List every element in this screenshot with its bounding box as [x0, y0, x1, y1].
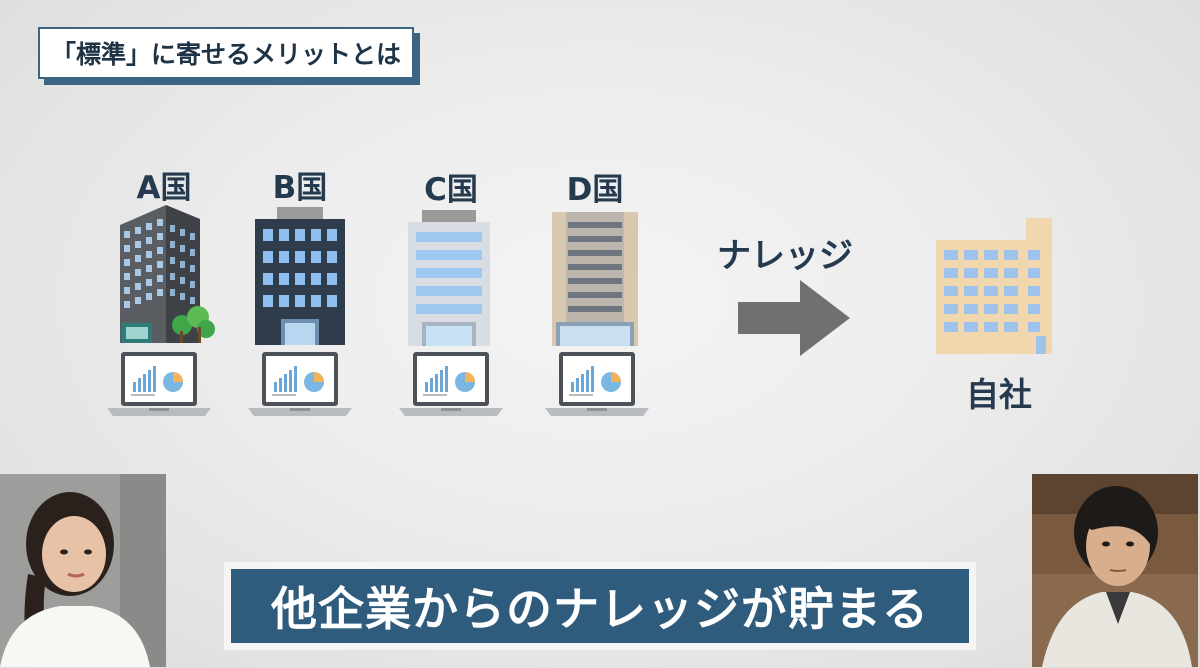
speaker-right-video	[1032, 474, 1198, 667]
speaker-left-avatar	[0, 474, 166, 667]
own-company-building-icon	[936, 218, 1052, 354]
knowledge-label: ナレッジ	[717, 236, 853, 276]
laptop-d-icon	[545, 352, 649, 416]
caption-bar: 他企業からのナレッジが貯まる	[224, 562, 976, 650]
country-label-d: D国	[566, 172, 624, 208]
laptop-b-icon	[248, 352, 352, 416]
country-label-b: B国	[272, 170, 328, 206]
building-d-icon	[552, 212, 638, 346]
laptop-a-icon	[107, 352, 211, 416]
country-label-c: C国	[424, 172, 478, 208]
laptop-c-icon	[399, 352, 503, 416]
building-a-icon	[120, 205, 215, 343]
speaker-left-video	[0, 474, 166, 667]
own-company-label: 自社	[966, 375, 1032, 414]
country-label-a: A国	[136, 170, 192, 206]
slide-title-text: 「標準」に寄せるメリットとは	[50, 40, 401, 69]
right-arrow-icon	[738, 280, 850, 356]
building-c-icon	[408, 210, 490, 346]
building-b-icon	[255, 207, 345, 345]
slide-title: 「標準」に寄せるメリットとは	[38, 27, 414, 79]
speaker-right-avatar	[1032, 474, 1198, 667]
caption-text: 他企業からのナレッジが貯まる	[231, 569, 969, 643]
